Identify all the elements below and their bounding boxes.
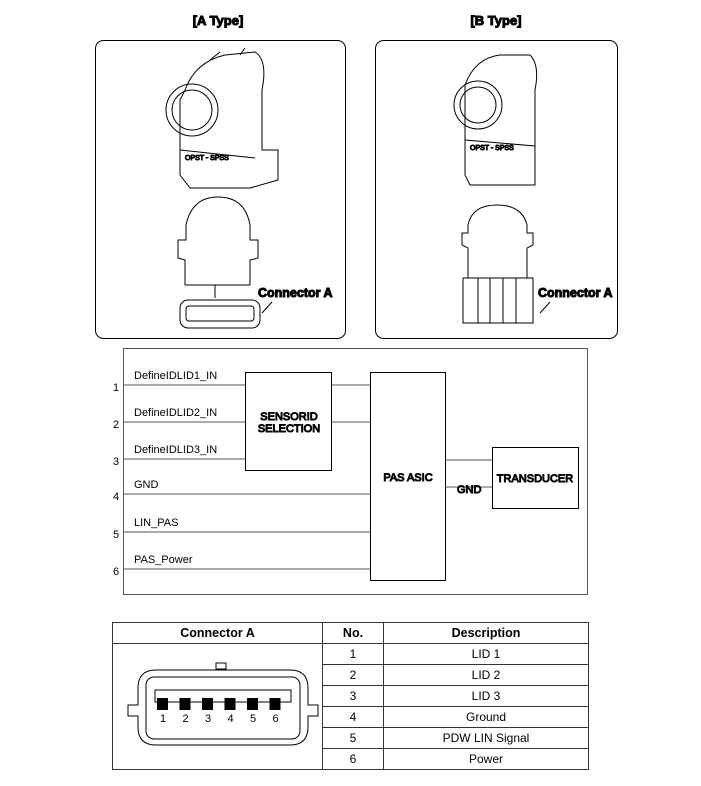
pin-number: 4 — [113, 491, 119, 503]
pin-number: 6 — [113, 566, 119, 578]
b-type-panel — [375, 40, 618, 339]
pin-description: LID 3 — [383, 685, 589, 707]
signal-label: DefineIDLID3_IN — [134, 444, 217, 456]
sensorid-label: SENSORID — [260, 411, 318, 423]
a-type-panel — [95, 40, 346, 339]
transducer-block — [492, 447, 579, 509]
pin-description: PDW LIN Signal — [383, 727, 589, 749]
signal-label: PAS_Power — [134, 554, 193, 566]
a-sensor-marking: OPST - SPSS — [185, 155, 229, 162]
b-sensor-marking: OPST - SPSS — [470, 145, 514, 152]
pin-no: 2 — [322, 664, 384, 686]
a-type-sensor-illustration: OPST - SPSS — [165, 47, 279, 189]
b-callout-arrow — [539, 301, 551, 314]
a-type-connector-illustration — [177, 196, 261, 329]
b-type-title: [B Type] — [470, 13, 521, 28]
a-type-title: [A Type] — [193, 13, 244, 28]
pas-asic-label: PAS ASIC — [383, 472, 432, 484]
signal-label: DefineIDLID1_IN — [134, 370, 217, 382]
selection-label: SELECTION — [258, 423, 320, 435]
signal-label: LIN_PAS — [134, 517, 178, 529]
pin-description: LID 2 — [383, 664, 589, 686]
header-no: No. — [322, 622, 384, 644]
signal-label: DefineIDLID2_IN — [134, 407, 217, 419]
header-description: Description — [383, 622, 589, 644]
pin-number: 1 — [113, 382, 119, 394]
asic-to-transducer-wires — [445, 459, 492, 488]
b-connector-callout: Connector A — [538, 286, 613, 300]
a-connector-callout: Connector A — [258, 286, 333, 300]
pin-no: 3 — [322, 685, 384, 707]
pin-description: Ground — [383, 706, 589, 728]
pin-number: 2 — [113, 419, 119, 431]
signal-label: GND — [134, 479, 159, 491]
sensorid-to-asic-wires — [332, 384, 370, 423]
pin-number: 3 — [113, 456, 119, 468]
pin-no: 1 — [322, 643, 384, 665]
sensorid-selection-block — [245, 372, 332, 471]
pin-description: LID 1 — [383, 643, 589, 665]
pin-description: Power — [383, 748, 589, 770]
header-connector-a: Connector A — [112, 622, 323, 644]
b-type-connector-illustration — [461, 204, 534, 324]
connector-a-image-cell — [112, 643, 323, 770]
transducer-label: TRANSDUCER — [497, 473, 573, 485]
pin-number: 5 — [113, 529, 119, 541]
a-callout-arrow — [261, 301, 273, 314]
block-diagram-frame — [123, 348, 588, 595]
b-type-sensor-illustration: OPST - SPSS — [453, 54, 538, 186]
pin-no: 6 — [322, 748, 384, 770]
pin-no: 5 — [322, 727, 384, 749]
pas-asic-block — [370, 372, 446, 581]
gnd-label: GND — [457, 484, 482, 496]
pin-no: 4 — [322, 706, 384, 728]
